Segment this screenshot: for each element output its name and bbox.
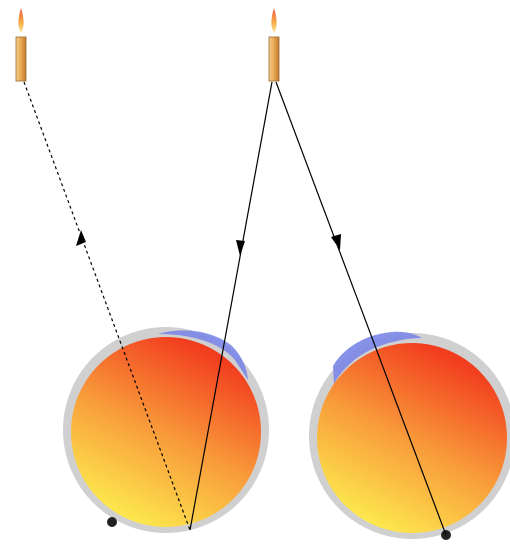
real-candle-body bbox=[268, 36, 280, 82]
right-incident-ray-arrow bbox=[331, 234, 341, 250]
rays bbox=[23, 81, 447, 536]
ray-arrows bbox=[76, 230, 341, 256]
virtual-ray bbox=[23, 81, 191, 531]
right-eye bbox=[309, 331, 510, 540]
virtual-candle-image bbox=[15, 8, 27, 82]
virtual-candle-flame bbox=[18, 8, 24, 33]
virtual-ray-arrow bbox=[76, 230, 86, 246]
real-candle-flame bbox=[271, 8, 277, 33]
virtual-candle-body bbox=[15, 36, 27, 82]
left-incident-ray-arrow bbox=[236, 240, 245, 256]
left-eye-retina bbox=[71, 337, 261, 527]
right-eye-cornea bbox=[333, 331, 422, 384]
right-eye-retina bbox=[317, 343, 507, 533]
incident-ray-left-eye bbox=[189, 81, 273, 531]
real-candle bbox=[268, 8, 280, 82]
left-eye-blind-spot bbox=[107, 517, 117, 527]
incident-ray-right-eye bbox=[275, 81, 447, 536]
left-eye bbox=[63, 327, 269, 533]
left-eye-cornea bbox=[158, 330, 248, 380]
